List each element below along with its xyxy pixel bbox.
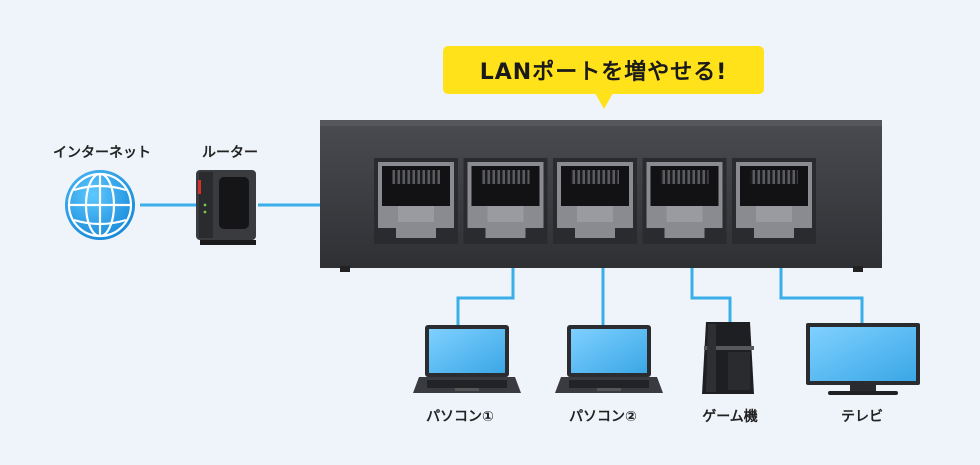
feature-callout: LANポートを増やせる! xyxy=(443,46,764,94)
lan-ports xyxy=(374,158,816,244)
lan-switch xyxy=(320,120,882,272)
label-pc1: パソコン① xyxy=(426,409,494,425)
label-tv: テレビ xyxy=(841,409,883,425)
router-icon xyxy=(196,170,256,245)
globe-icon xyxy=(65,170,135,240)
label-pc2: パソコン② xyxy=(569,409,637,425)
label-router: ルーター xyxy=(202,145,258,161)
label-game: ゲーム機 xyxy=(702,409,758,425)
callout-pointer xyxy=(595,93,613,109)
tv-icon xyxy=(806,323,920,395)
laptop-icon-1 xyxy=(413,325,521,393)
game-console-icon xyxy=(702,322,754,394)
lan-port-4 xyxy=(642,158,727,244)
callout-text: LANポートを増やせる! xyxy=(479,60,728,85)
lan-port-1 xyxy=(374,158,458,244)
lan-port-5 xyxy=(732,158,816,244)
label-internet: インターネット xyxy=(53,145,151,161)
lan-port-2 xyxy=(463,158,548,244)
lan-port-3 xyxy=(553,158,637,244)
laptop-icon-2 xyxy=(555,325,663,393)
